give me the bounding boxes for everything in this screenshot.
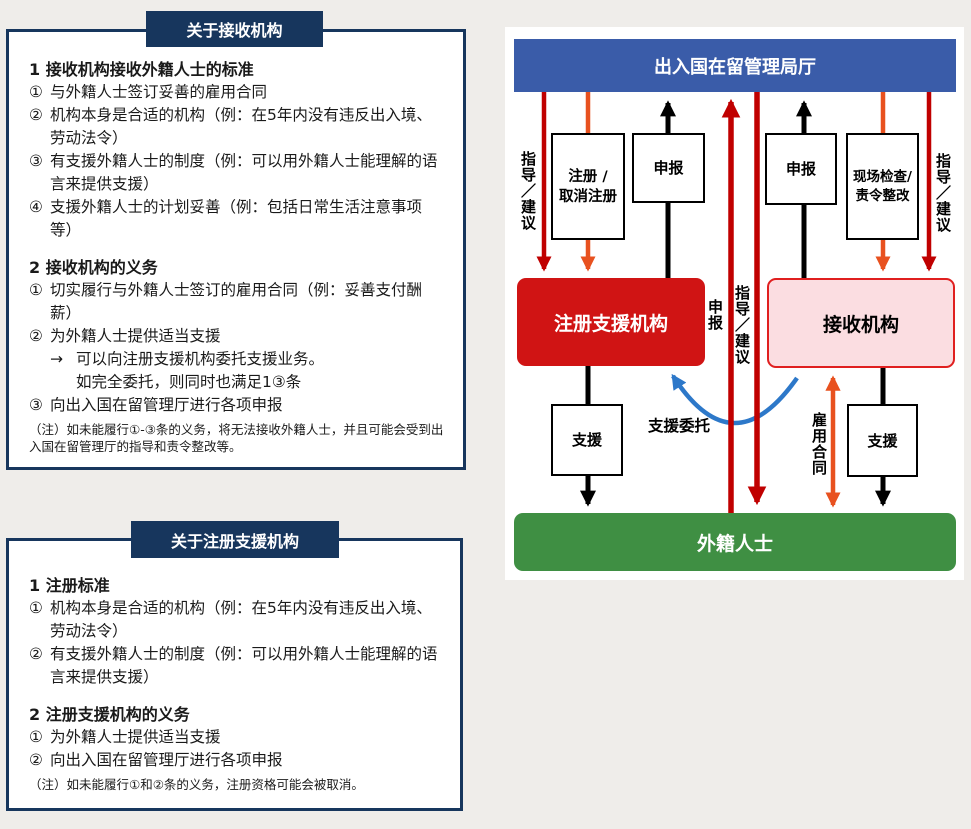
section-heading: 1 注册标准 xyxy=(29,576,110,595)
receiving-org-panel: 1 接收机构接收外籍人士的标准 ① 与外籍人士签订妥善的雇用合同 ② 机构本身是… xyxy=(6,29,466,470)
flow-diagram: 出入国在留管理局厅 注册 / 取消注册 申报 申报 现场检查/ 责令整改 注册支… xyxy=(505,27,964,580)
list-item: ① 为外籍人士提供适当支援 xyxy=(29,728,221,746)
employment-contract-label: 雇用合同 xyxy=(810,412,828,476)
list-item: ① 切实履行与外籍人士签订的雇用合同（例：妥善支付酬薪） xyxy=(29,281,423,322)
report-label-center: 申报 xyxy=(706,299,724,331)
list-item: ③ 向出入国在留管理厅进行各项申报 xyxy=(29,396,283,414)
guidance-label-center: 指导／建议 xyxy=(733,285,751,365)
list-subitem: 如完全委托，则同时也满足1③条 xyxy=(76,373,302,391)
immigration-authority-box: 出入国在留管理局厅 xyxy=(514,39,956,92)
registered-support-org-box: 注册支援机构 xyxy=(517,278,705,366)
receiving-org-duty-section: 2 接收机构的义务 ① 切实履行与外籍人士签订的雇用合同（例：妥善支付酬薪） ②… xyxy=(29,256,445,455)
foreign-nationals-box: 外籍人士 xyxy=(514,513,956,571)
support-org-panel: 1 注册标准 ① 机构本身是合适的机构（例：在5年内没有违反出入境、劳动法令） … xyxy=(6,538,463,811)
list-item: ③ 有支援外籍人士的制度（例：可以用外籍人士能理解的语言来提供支援） xyxy=(29,152,438,193)
guidance-label-right: 指导／建议 xyxy=(934,153,952,233)
list-item: ② 有支援外籍人士的制度（例：可以用外籍人士能理解的语言来提供支援） xyxy=(29,645,438,686)
support-org-tab: 关于注册支援机构 xyxy=(131,521,339,558)
list-item: ④ 支援外籍人士的计划妥善（例：包括日常生活注意事项等） xyxy=(29,198,423,239)
section-heading: 2 注册支援机构的义务 xyxy=(29,705,190,724)
support-delegation-label: 支援委托 xyxy=(648,417,711,435)
onsite-inspection-box: 现场检查/ 责令整改 xyxy=(846,133,919,240)
receiving-org-criteria-section: 1 接收机构接收外籍人士的标准 ① 与外籍人士签订妥善的雇用合同 ② 机构本身是… xyxy=(29,58,445,242)
receiving-org-tab: 关于接收机构 xyxy=(146,11,323,47)
accepting-org-box: 接收机构 xyxy=(767,278,955,368)
section-heading: 1 接收机构接收外籍人士的标准 xyxy=(29,60,254,79)
section-heading: 2 接收机构的义务 xyxy=(29,258,158,277)
footnote: （注）如未能履行①和②条的义务，注册资格可能会被取消。 xyxy=(29,777,364,792)
report-box-right: 申报 xyxy=(765,133,837,205)
diagram-arrows xyxy=(536,92,937,513)
guidance-label-left: 指导／建议 xyxy=(519,151,537,231)
list-item: ② 机构本身是合适的机构（例：在5年内没有违反出入境、劳动法令） xyxy=(29,106,432,147)
list-item: ① 与外籍人士签订妥善的雇用合同 xyxy=(29,83,268,101)
support-org-duty-section: 2 注册支援机构的义务 ① 为外籍人士提供适当支援 ② 向出入国在留管理厅进行各… xyxy=(29,703,442,793)
list-item: ② 为外籍人士提供适当支援 xyxy=(29,327,221,345)
support-org-criteria-section: 1 注册标准 ① 机构本身是合适的机构（例：在5年内没有违反出入境、劳动法令） … xyxy=(29,574,442,689)
support-box-right: 支援 xyxy=(847,404,918,477)
register-cancel-box: 注册 / 取消注册 xyxy=(551,133,625,240)
footnote: （注）如未能履行①-③条的义务，将无法接收外籍人士，并且可能会受到出入国在留管理… xyxy=(29,422,444,454)
list-item: ② 向出入国在留管理厅进行各项申报 xyxy=(29,751,283,769)
list-item: ① 机构本身是合适的机构（例：在5年内没有违反出入境、劳动法令） xyxy=(29,599,432,640)
list-subitem: → 可以向注册支援机构委托支援业务。 xyxy=(50,350,325,368)
support-box-left: 支援 xyxy=(551,404,623,476)
report-box-left: 申报 xyxy=(632,133,705,203)
support-delegation-arrow xyxy=(671,373,799,426)
